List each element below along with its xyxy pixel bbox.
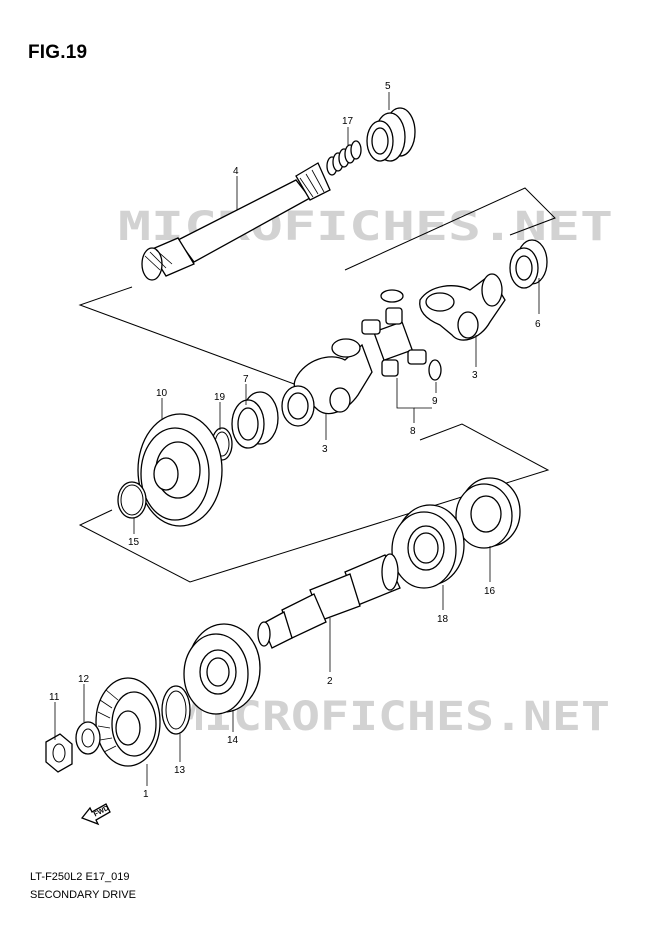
callout-3-middle: 3 bbox=[322, 444, 328, 455]
callout-18: 18 bbox=[437, 614, 449, 625]
leader-lines bbox=[54, 92, 540, 786]
universal-joint bbox=[361, 307, 427, 377]
washer-inner bbox=[81, 728, 95, 748]
bearing-plate bbox=[137, 413, 223, 527]
washer bbox=[75, 721, 101, 755]
callout-6: 6 bbox=[535, 319, 541, 330]
callout-12: 12 bbox=[78, 674, 90, 685]
callout-4: 4 bbox=[233, 166, 239, 177]
fwd-arrow: FWD bbox=[80, 803, 111, 826]
o-ring bbox=[117, 481, 147, 519]
callout-10: 10 bbox=[156, 388, 168, 399]
circlip bbox=[380, 289, 442, 381]
callout-2: 2 bbox=[327, 676, 333, 687]
frame-lower bbox=[78, 423, 550, 583]
callout-17: 17 bbox=[342, 116, 354, 127]
frame-upper-left bbox=[78, 286, 306, 389]
boot-right bbox=[509, 239, 548, 289]
figure-code: LT-F250L2 E17_019 bbox=[30, 871, 130, 883]
shim-13-inner bbox=[165, 690, 187, 730]
callout-5: 5 bbox=[385, 81, 391, 92]
bevel-gear bbox=[95, 677, 161, 767]
yoke-middle bbox=[281, 338, 373, 427]
boot bbox=[366, 107, 416, 162]
drive-shaft bbox=[257, 553, 401, 649]
callout-3-upper: 3 bbox=[472, 370, 478, 381]
callout-19: 19 bbox=[214, 392, 226, 403]
frame-upper-right bbox=[344, 187, 556, 271]
callout-13: 13 bbox=[174, 765, 186, 776]
bearing-16 bbox=[455, 477, 521, 549]
callout-numbers: 5 17 4 6 3 9 8 3 7 19 10 15 16 18 2 14 1… bbox=[49, 81, 541, 800]
callout-16: 16 bbox=[484, 586, 496, 597]
figure-caption: SECONDARY DRIVE bbox=[30, 889, 136, 901]
o-ring-inner bbox=[120, 484, 144, 516]
propeller-shaft bbox=[141, 162, 331, 281]
spring bbox=[326, 140, 362, 176]
bearing-18 bbox=[391, 504, 465, 589]
callout-9: 9 bbox=[432, 396, 438, 407]
callout-15: 15 bbox=[128, 537, 140, 548]
callout-1: 1 bbox=[143, 789, 149, 800]
callout-7: 7 bbox=[243, 374, 249, 385]
yoke-upper bbox=[419, 273, 506, 341]
figure-title: FIG.19 bbox=[28, 42, 88, 63]
callout-11: 11 bbox=[49, 692, 60, 703]
nut bbox=[45, 733, 73, 773]
callout-8: 8 bbox=[410, 426, 416, 437]
shim-13 bbox=[161, 685, 191, 735]
bearing-14 bbox=[183, 623, 261, 715]
bearing-sleeve bbox=[231, 391, 279, 449]
callout-14: 14 bbox=[227, 735, 239, 746]
